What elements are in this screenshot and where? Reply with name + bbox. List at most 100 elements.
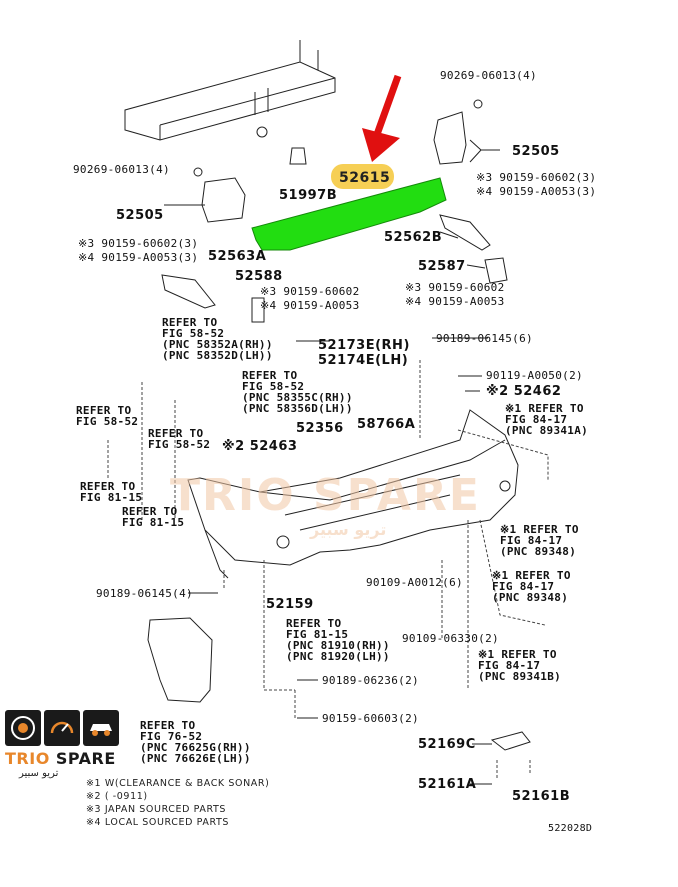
- label-90269-06013-top[interactable]: 90269-06013(4): [440, 69, 537, 82]
- refer-line: ※1 REFER TO: [478, 648, 557, 661]
- label-right-a2[interactable]: ※4 90159-A0053(3): [476, 185, 597, 198]
- footnotes: ※1 W(CLEARANCE & BACK SONAR) ※2 ( -0911)…: [86, 777, 269, 829]
- refer-line: (PNC 89348): [492, 591, 569, 604]
- brand-spare: SPARE: [55, 749, 116, 768]
- callout-highlight: [331, 164, 394, 189]
- refer-line: FIG 81-15: [286, 628, 349, 641]
- frame-rail: [124, 40, 336, 141]
- label-90109-06330[interactable]: 90109-06330(2): [402, 632, 499, 645]
- bracket-52587: [484, 257, 508, 284]
- bolt-90269-top: [473, 99, 483, 109]
- label-52505-right[interactable]: 52505: [512, 144, 560, 159]
- label-52161b[interactable]: 52161B: [512, 789, 571, 804]
- label-center-a1[interactable]: ※3 90159-60602: [260, 285, 360, 298]
- refer-line: FIG 84-17: [505, 413, 568, 426]
- label-90109-a0012[interactable]: 90109-A0012(6): [366, 576, 463, 589]
- refer-block-4[interactable]: REFER TO FIG 58-52: [148, 428, 210, 450]
- callout-part-number[interactable]: 52615: [339, 170, 391, 186]
- label-center-a2[interactable]: ※4 90159-A0053: [260, 299, 360, 312]
- refer-block-1[interactable]: REFER TO FIG 58-52 (PNC 58352A(RH)) (PNC…: [162, 317, 273, 361]
- speaker-icon: [5, 710, 41, 746]
- watermark-text: TRIO SPARE: [170, 470, 481, 521]
- label-right-a1[interactable]: ※3 90159-60602(3): [476, 171, 597, 184]
- label-52173e[interactable]: 52173E(RH): [318, 338, 410, 353]
- refer-line: (PNC 58356D(LH)): [242, 402, 353, 415]
- label-52587[interactable]: 52587: [418, 259, 466, 274]
- label-52174e[interactable]: 52174E(LH): [318, 353, 409, 368]
- retainer-52562b: [439, 214, 491, 251]
- refer-line: (PNC 89341B): [478, 670, 562, 683]
- refer-block-12[interactable]: REFER TO FIG 76-52 (PNC 76625G(RH)) (PNC…: [140, 720, 251, 764]
- label-left-a2[interactable]: ※4 90159-A0053(3): [78, 251, 199, 264]
- refer-line: ※1 REFER TO: [492, 569, 571, 582]
- refer-line: (PNC 76625G(RH)): [140, 741, 251, 754]
- footnote-1: ※1 W(CLEARANCE & BACK SONAR): [86, 778, 270, 789]
- retainer-52563a: [161, 274, 216, 309]
- refer-line: REFER TO: [148, 427, 204, 440]
- label-90189-06236[interactable]: 90189-06236(2): [322, 674, 419, 687]
- footnote-4: ※4 LOCAL SOURCED PARTS: [86, 817, 230, 828]
- label-90119-a0050[interactable]: 90119-A0050(2): [486, 369, 583, 382]
- label-52356[interactable]: 52356: [296, 421, 344, 436]
- refer-line: FIG 84-17: [478, 659, 541, 672]
- car-icon: [83, 710, 119, 746]
- refer-line: (PNC 89348): [500, 545, 577, 558]
- label-52563a[interactable]: 52563A: [208, 249, 267, 264]
- label-52169c[interactable]: 52169C: [418, 737, 476, 752]
- refer-block-2[interactable]: REFER TO FIG 58-52 (PNC 58355C(RH)) (PNC…: [242, 370, 353, 414]
- brand-icons: [5, 710, 123, 746]
- refer-block-9[interactable]: ※1 REFER TO FIG 84-17 (PNC 89348): [492, 570, 571, 603]
- bolt-90269-left: [193, 167, 203, 177]
- refer-line: REFER TO: [140, 719, 196, 732]
- refer-block-8[interactable]: ※1 REFER TO FIG 84-17 (PNC 89348): [500, 524, 579, 557]
- refer-line: (PNC 76626E(LH)): [140, 752, 251, 765]
- label-52161a[interactable]: 52161A: [418, 777, 477, 792]
- refer-line: FIG 84-17: [500, 534, 563, 547]
- red-arrow: [362, 74, 402, 162]
- refer-block-7[interactable]: ※1 REFER TO FIG 84-17 (PNC 89341A): [505, 403, 588, 436]
- refer-line: (PNC 58352D(LH)): [162, 349, 273, 362]
- refer-line: REFER TO: [76, 404, 132, 417]
- mudflap: [147, 617, 213, 703]
- bracket-52169c: [490, 731, 531, 751]
- label-left-a1[interactable]: ※3 90159-60602(3): [78, 237, 199, 250]
- label-52588[interactable]: 52588: [235, 269, 283, 284]
- refer-block-10[interactable]: ※1 REFER TO FIG 84-17 (PNC 89341B): [478, 649, 561, 682]
- label-right-b1[interactable]: ※3 90159-60602: [405, 281, 505, 294]
- brand-arabic: تريو سبير: [19, 768, 59, 779]
- label-90189-06145-left[interactable]: 90189-06145(4): [96, 587, 193, 600]
- brand-trio: TRIO: [5, 749, 50, 768]
- label-52159[interactable]: 52159: [266, 597, 314, 612]
- label-90159-60603[interactable]: 90159-60603(2): [322, 712, 419, 725]
- label-52562b[interactable]: 52562B: [384, 230, 443, 245]
- refer-line: REFER TO: [162, 316, 218, 329]
- label-58766a[interactable]: 58766A: [357, 417, 416, 432]
- gauge-icon: [44, 710, 80, 746]
- refer-line: (PNC 81910(RH)): [286, 639, 390, 652]
- refer-block-5[interactable]: REFER TO FIG 81-15: [80, 481, 142, 503]
- label-51997b[interactable]: 51997B: [279, 188, 338, 203]
- refer-line: FIG 81-15: [122, 516, 185, 529]
- refer-block-6[interactable]: REFER TO FIG 81-15: [122, 506, 184, 528]
- refer-line: (PNC 58355C(RH)): [242, 391, 353, 404]
- refer-line: REFER TO: [242, 369, 298, 382]
- brand-logo: TRIO SPARE تريو سبير: [5, 710, 123, 779]
- watermark-arabic: تريو سبير: [310, 520, 387, 539]
- corner-bracket-left: [201, 177, 246, 223]
- label-52462[interactable]: ※2 52462: [486, 384, 562, 399]
- clip-51997b: [289, 147, 307, 165]
- label-52505-left[interactable]: 52505: [116, 208, 164, 223]
- refer-block-3[interactable]: REFER TO FIG 58-52: [76, 405, 138, 427]
- label-90269-06013-left[interactable]: 90269-06013(4): [73, 163, 170, 176]
- refer-line: FIG 58-52: [148, 438, 211, 451]
- refer-line: FIG 58-52: [162, 327, 225, 340]
- refer-block-11[interactable]: REFER TO FIG 81-15 (PNC 81910(RH)) (PNC …: [286, 618, 390, 662]
- brand-name: TRIO SPARE: [5, 749, 123, 768]
- refer-line: (PNC 81920(LH)): [286, 650, 390, 663]
- label-90189-06145-right[interactable]: 90189-06145(6): [436, 332, 533, 345]
- label-52463[interactable]: ※2 52463: [222, 439, 298, 454]
- label-right-b2[interactable]: ※4 90159-A0053: [405, 295, 505, 308]
- refer-line: (PNC 58352A(RH)): [162, 338, 273, 351]
